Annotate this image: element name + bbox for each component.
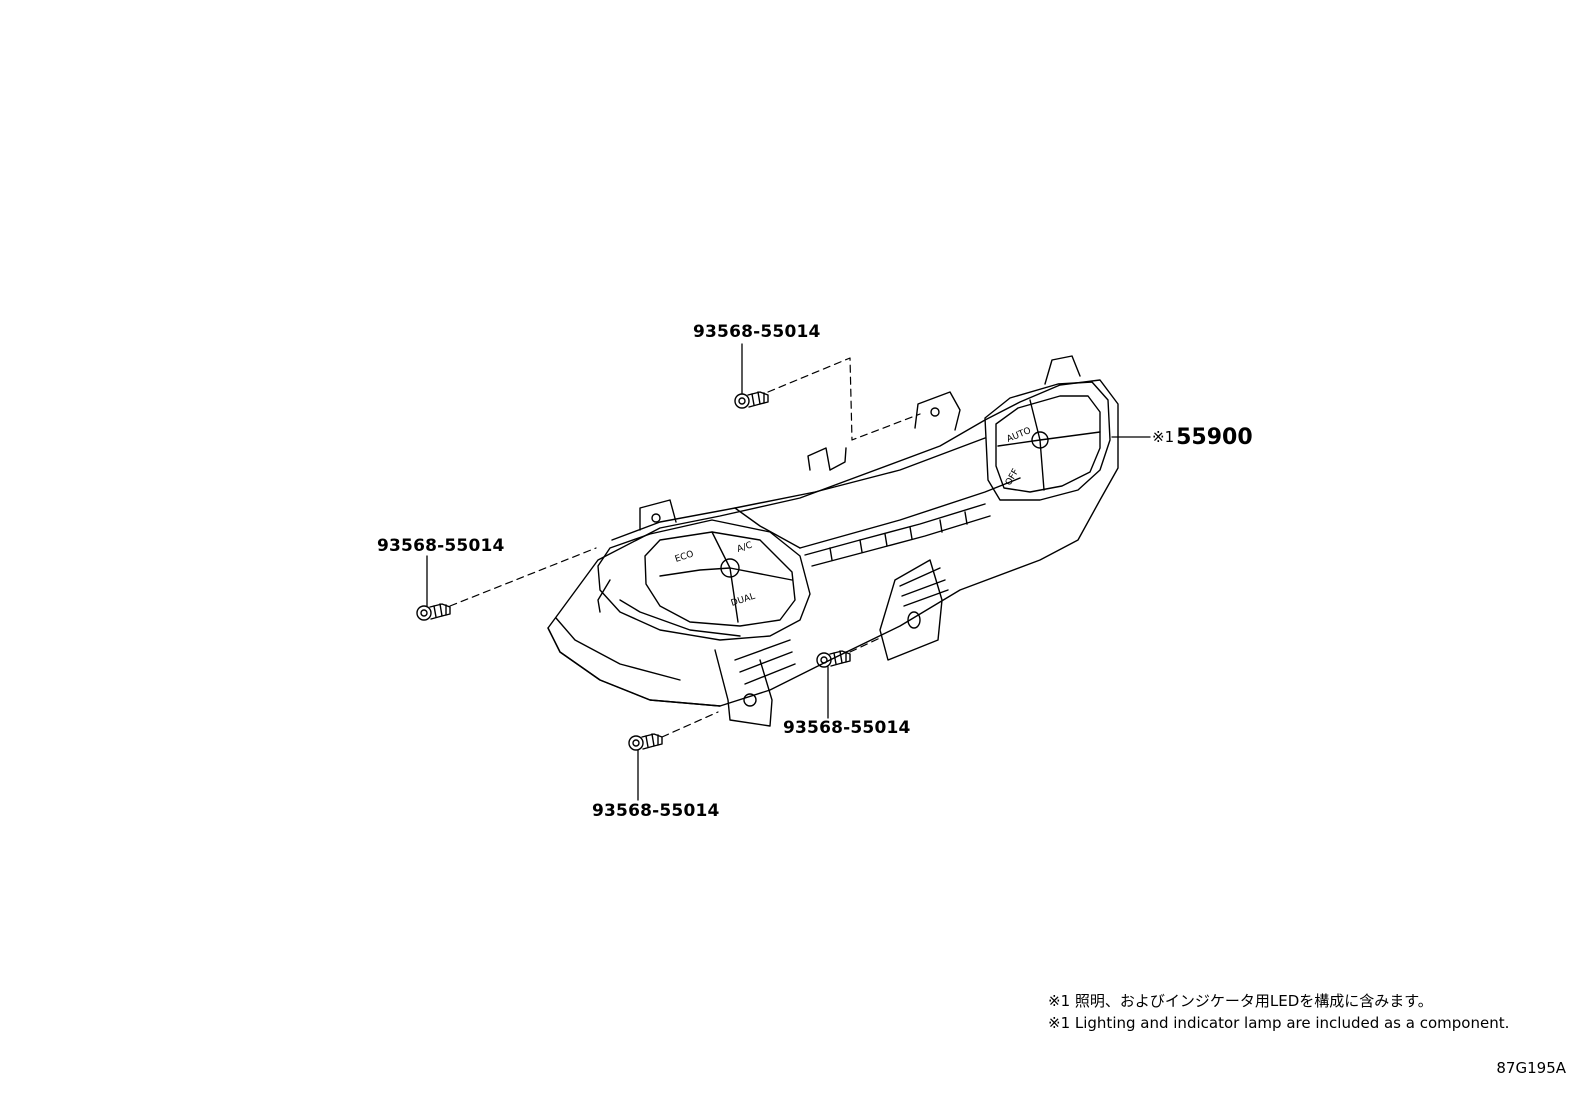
screw-bottom-drawing	[628, 733, 663, 751]
main-part-mark: ※1	[1152, 428, 1175, 446]
illustration-code: 87G195A	[1496, 1059, 1566, 1077]
screw-top-drawing	[734, 391, 769, 409]
part-number-screw-top: 93568-55014	[693, 322, 821, 342]
screw-lower-right-drawing	[816, 650, 851, 668]
part-number-screw-lower-right: 93568-55014	[783, 718, 911, 738]
eco-button-label: ECO	[674, 549, 695, 564]
screw-left-drawing	[416, 603, 451, 621]
note-english: ※1 Lighting and indicator lamp are inclu…	[1048, 1014, 1510, 1032]
assembly-lines	[449, 357, 921, 738]
ac-control-panel	[547, 355, 1119, 727]
main-part-number: 55900	[1176, 425, 1253, 450]
ac-button-label: A/C	[736, 541, 754, 555]
off-button-label: OFF	[1004, 467, 1021, 487]
note-japanese: ※1 照明、およびインジケータ用LEDを構成に含みます。	[1048, 992, 1433, 1010]
part-number-screw-bottom: 93568-55014	[592, 801, 720, 821]
part-number-screw-left: 93568-55014	[377, 536, 505, 556]
leader-lines	[426, 343, 1151, 801]
main-part-label: ※155900	[1152, 425, 1253, 450]
